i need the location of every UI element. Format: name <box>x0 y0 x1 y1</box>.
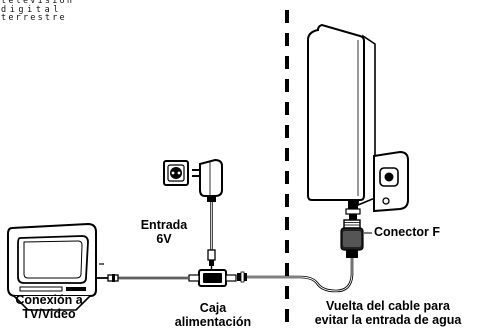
antenna-cable <box>245 258 354 293</box>
brand-line-2: digital <box>1 4 63 15</box>
brand-logo: television digital terrestre <box>1 0 74 23</box>
power-adapter <box>192 158 223 272</box>
f-connector-plug <box>340 219 364 258</box>
label-f-connector: Conector F <box>374 225 440 239</box>
label-cable-loop: Vuelta del cable para evitar la entrada … <box>314 299 462 327</box>
label-tv-connection: Conexión a TV/Video <box>15 293 83 321</box>
brand-line-1: television <box>1 0 75 6</box>
wall-outlet <box>163 160 189 186</box>
outdoor-antenna <box>307 23 409 220</box>
label-power-box: Caja alimentación <box>174 301 252 329</box>
television <box>7 222 97 311</box>
power-supply-box <box>188 269 237 287</box>
brand-line-3: terrestre <box>1 13 67 24</box>
label-power-input: Entrada 6V <box>140 218 188 246</box>
